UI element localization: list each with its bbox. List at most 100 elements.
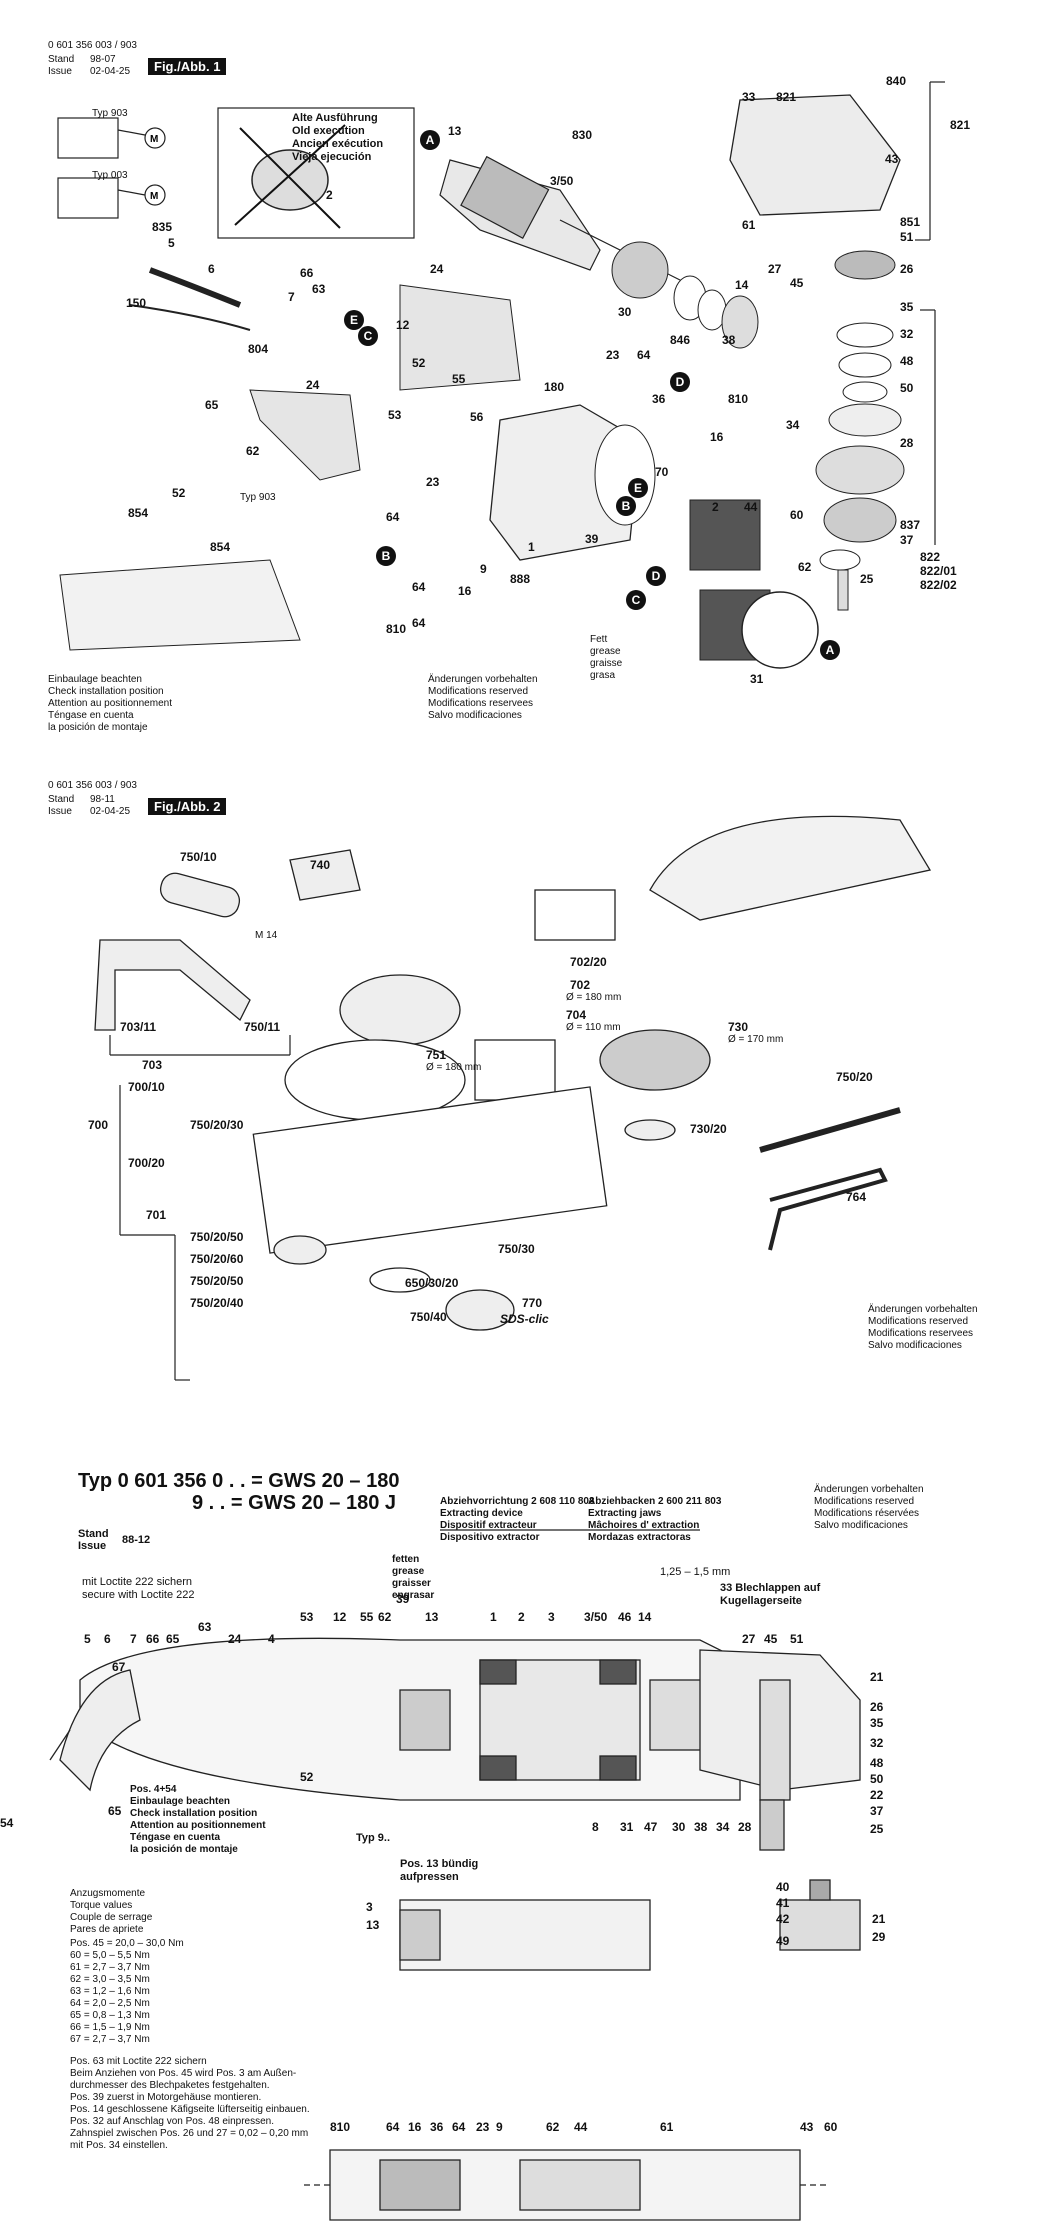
callout: 62 [246, 444, 260, 458]
callout: 48 [870, 1756, 884, 1770]
callout: 750/40 [410, 1310, 447, 1324]
sectional-drawing [49, 1529, 861, 2221]
callout: 53 [388, 408, 402, 422]
callout: 31 [750, 672, 764, 686]
stand-label: Stand [78, 1528, 109, 1540]
typ-line-1: Typ 0 601 356 0 . . = GWS 20 – 180 [78, 1470, 400, 1492]
callout: 750/20 [836, 1070, 873, 1084]
issue-value: 02-04-25 [90, 66, 131, 77]
callout: 822/02 [920, 578, 957, 592]
callout: 35 [900, 300, 914, 314]
callout: 16 [710, 430, 724, 444]
stand-label: Stand [48, 54, 75, 65]
callout: 38 [722, 333, 736, 347]
callout: 830 [572, 128, 593, 142]
callout: 2 [326, 188, 333, 202]
callout: 49 [776, 1934, 790, 1948]
callout: 6 [208, 262, 215, 276]
callout: 851 [900, 215, 921, 229]
callout: 750/20/30 [190, 1118, 244, 1132]
callout: 180 [544, 380, 565, 394]
fig-tag: Fig./Abb. 1 [148, 58, 227, 75]
callout: 64 [637, 348, 651, 362]
callout: 7 [288, 290, 295, 304]
callout: 27 [742, 1632, 756, 1646]
marker-a: A [420, 130, 440, 150]
callout: 30 [672, 1820, 686, 1834]
callout: 60 [824, 2120, 838, 2134]
diameter-180-a: Ø = 180 mm [566, 992, 622, 1003]
marker-d2: D [646, 566, 666, 586]
stand-value: 88-12 [122, 1534, 151, 1546]
marker-c: C [358, 326, 378, 346]
callout: 21 [872, 1912, 886, 1926]
callout: 14 [638, 1610, 652, 1624]
callout: 750/20/60 [190, 1252, 244, 1266]
fig-tag: Fig./Abb. 2 [148, 798, 227, 815]
callout: 26 [900, 262, 914, 276]
typ-903-label-b: Typ 903 [240, 492, 276, 503]
callout: 42 [776, 1912, 790, 1926]
callout: 7 [130, 1632, 137, 1646]
callout: 39 [396, 1592, 410, 1606]
issue-label: Issue [48, 66, 72, 77]
callout: 4 [268, 1632, 275, 1646]
callout: 5 [84, 1632, 91, 1646]
callout: 64 [412, 580, 426, 594]
callout: 810 [386, 622, 407, 636]
callout: 61 [660, 2120, 674, 2134]
callout: 62 [546, 2120, 560, 2134]
callout: 63 [198, 1620, 212, 1634]
marker-a2: A [820, 640, 840, 660]
callout: 34 [786, 418, 800, 432]
callout: 30 [618, 305, 632, 319]
callout: 1 [528, 540, 535, 554]
callout: 888 [510, 572, 531, 586]
doc-number: 0 601 356 003 / 903 [48, 40, 137, 51]
issue-label: Issue [78, 1540, 107, 1552]
diameter-180-b: Ø = 180 mm [426, 1062, 482, 1073]
callout: 29 [872, 1930, 886, 1944]
callout: 61 [742, 218, 756, 232]
diameter-170: Ø = 170 mm [728, 1034, 784, 1045]
callout: 5 [168, 236, 175, 250]
callout: 700/10 [128, 1080, 165, 1094]
callout: 770 [522, 1296, 543, 1310]
callout: 13 [366, 1918, 380, 1932]
callout: 3 [366, 1900, 373, 1914]
callout: 13 [448, 124, 462, 138]
callout: 702 [570, 978, 591, 992]
sds-clic-label: SDS-clic [500, 1312, 549, 1326]
callout: 9 [496, 2120, 503, 2134]
callout: 25 [870, 1822, 884, 1836]
callout: 16 [408, 2120, 422, 2134]
callout: 50 [870, 1772, 884, 1786]
callout: 8 [592, 1820, 599, 1834]
callout: 704 [566, 1008, 587, 1022]
callout: 28 [900, 436, 914, 450]
callout: 854 [210, 540, 231, 554]
callout: 810 [330, 2120, 351, 2134]
callout: 56 [470, 410, 484, 424]
callout: 60 [790, 508, 804, 522]
m14-label: M 14 [255, 930, 278, 941]
callout: 32 [900, 327, 914, 341]
callout: 40 [776, 1880, 790, 1894]
callout: 821 [776, 90, 797, 104]
callout: 36 [430, 2120, 444, 2134]
callout: 51 [790, 1632, 804, 1646]
callout: 750/20/50 [190, 1230, 244, 1244]
callout: 25 [860, 572, 874, 586]
marker-d: D [670, 372, 690, 392]
callout: 846 [670, 333, 691, 347]
typ9-label: Typ 9.. [356, 1832, 391, 1844]
callout: 840 [886, 74, 907, 88]
callout: 62 [798, 560, 812, 574]
